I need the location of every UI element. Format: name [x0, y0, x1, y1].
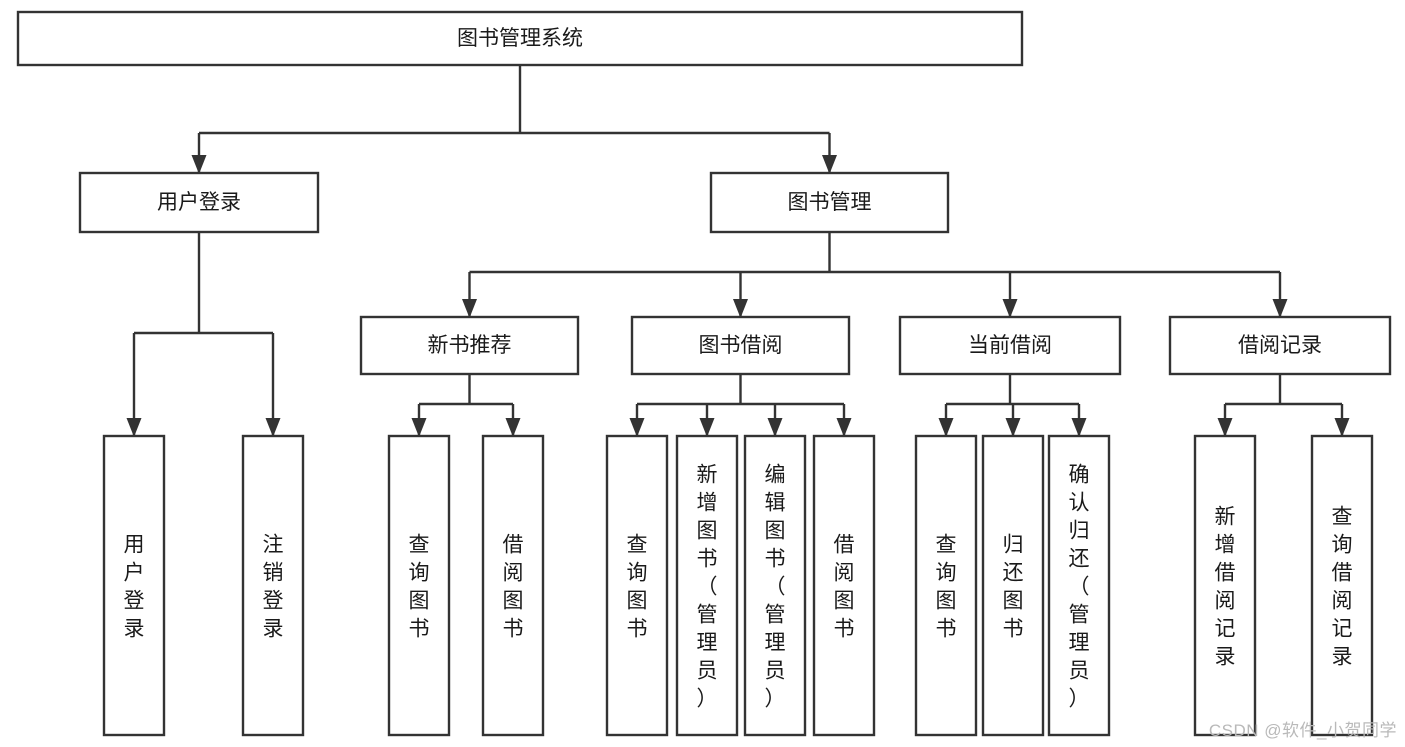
node-label: 查询图书 [936, 533, 957, 640]
node-label: 借阅记录 [1238, 334, 1322, 357]
node-leaf-query-borrow-record[interactable]: 查询借阅记录 [1310, 434, 1374, 737]
arrow-head-icon [505, 418, 521, 437]
node-root[interactable]: 图书管理系统 [16, 10, 1024, 67]
node-box[interactable] [743, 434, 807, 737]
node-label: 编辑图书（管理员） [765, 463, 786, 710]
node-leaf-query-book-3[interactable]: 查询图书 [914, 434, 978, 737]
node-box[interactable] [241, 434, 305, 737]
node-label: 当前借阅 [968, 334, 1052, 357]
node-box[interactable] [16, 10, 1024, 67]
arrow-head-icon [1334, 418, 1350, 437]
arrow-head-icon [699, 418, 715, 437]
edge-group-borrow-record [1217, 374, 1350, 437]
node-leaf-query-book-2[interactable]: 查询图书 [605, 434, 669, 737]
arrow-head-icon [1217, 418, 1233, 437]
edge-group-book-manage [462, 232, 1288, 318]
node-box[interactable] [981, 434, 1045, 737]
node-leaf-logout-login[interactable]: 注销登录 [241, 434, 305, 737]
node-box[interactable] [812, 434, 876, 737]
edge-group-root [191, 65, 837, 174]
arrow-head-icon [1272, 299, 1288, 318]
edge-group-user-login [126, 232, 281, 437]
node-label: 借阅图书 [834, 533, 855, 640]
arrow-head-icon [938, 418, 954, 437]
node-leaf-user-login[interactable]: 用户登录 [102, 434, 166, 737]
node-box[interactable] [387, 434, 451, 737]
node-current-borrow[interactable]: 当前借阅 [898, 315, 1122, 376]
node-label: 图书管理 [788, 191, 872, 214]
arrow-head-icon [836, 418, 852, 437]
node-label: 归还图书 [1003, 533, 1024, 640]
node-box[interactable] [78, 171, 320, 234]
node-label: 查询借阅记录 [1332, 505, 1353, 668]
node-box[interactable] [102, 434, 166, 737]
node-layer: 图书管理系统用户登录图书管理新书推荐图书借阅当前借阅借阅记录用户登录注销登录查询… [16, 10, 1392, 737]
arrow-head-icon [767, 418, 783, 437]
arrow-head-icon [265, 418, 281, 437]
arrow-head-icon [411, 418, 427, 437]
arrow-head-icon [191, 155, 207, 174]
node-label: 新增借阅记录 [1215, 505, 1236, 668]
node-label: 确认归还（管理员） [1069, 463, 1090, 710]
node-label: 图书借阅 [699, 334, 783, 357]
node-book-borrow[interactable]: 图书借阅 [630, 315, 851, 376]
node-label: 注销登录 [263, 533, 284, 640]
node-box[interactable] [898, 315, 1122, 376]
arrow-head-icon [629, 418, 645, 437]
arrow-head-icon [822, 155, 837, 174]
node-box[interactable] [481, 434, 545, 737]
arrow-head-icon [1005, 418, 1021, 437]
node-label: 用户登录 [124, 533, 145, 640]
node-label: 查询图书 [409, 533, 430, 640]
node-leaf-borrow-book-2[interactable]: 借阅图书 [812, 434, 876, 737]
connector-layer [126, 65, 1350, 437]
arrow-head-icon [733, 299, 748, 318]
node-new-book-recommend[interactable]: 新书推荐 [359, 315, 580, 376]
node-label: 用户登录 [157, 191, 241, 214]
edge-group-current-borrow [938, 374, 1087, 437]
node-box[interactable] [709, 171, 950, 234]
node-box[interactable] [1047, 434, 1111, 737]
node-box[interactable] [1193, 434, 1257, 737]
node-leaf-query-book-1[interactable]: 查询图书 [387, 434, 451, 737]
arrow-head-icon [126, 418, 142, 437]
node-leaf-return-book[interactable]: 归还图书 [981, 434, 1045, 737]
node-box[interactable] [359, 315, 580, 376]
node-box[interactable] [1310, 434, 1374, 737]
arrow-head-icon [1071, 418, 1087, 437]
node-label: 图书管理系统 [457, 27, 583, 50]
watermark: CSDN @软件_小贺同学 [1208, 721, 1397, 740]
node-leaf-confirm-return-admin[interactable]: 确认归还（管理员） [1047, 434, 1111, 737]
node-leaf-add-book-admin[interactable]: 新增图书（管理员） [675, 434, 739, 737]
node-box[interactable] [914, 434, 978, 737]
node-box[interactable] [630, 315, 851, 376]
node-box[interactable] [675, 434, 739, 737]
arrow-head-icon [462, 299, 477, 318]
node-user-login[interactable]: 用户登录 [78, 171, 320, 234]
edge-group-new-book-recommend [411, 374, 521, 437]
node-label: 新书推荐 [428, 334, 512, 357]
node-book-manage[interactable]: 图书管理 [709, 171, 950, 234]
node-label: 新增图书（管理员） [697, 463, 718, 710]
edge-group-book-borrow [629, 374, 852, 437]
node-box[interactable] [605, 434, 669, 737]
node-borrow-record[interactable]: 借阅记录 [1168, 315, 1392, 376]
node-leaf-borrow-book-1[interactable]: 借阅图书 [481, 434, 545, 737]
node-leaf-add-borrow-record[interactable]: 新增借阅记录 [1193, 434, 1257, 737]
node-label: 查询图书 [627, 533, 648, 640]
node-leaf-edit-book-admin[interactable]: 编辑图书（管理员） [743, 434, 807, 737]
node-box[interactable] [1168, 315, 1392, 376]
node-label: 借阅图书 [503, 533, 524, 640]
arrow-head-icon [1002, 299, 1018, 318]
